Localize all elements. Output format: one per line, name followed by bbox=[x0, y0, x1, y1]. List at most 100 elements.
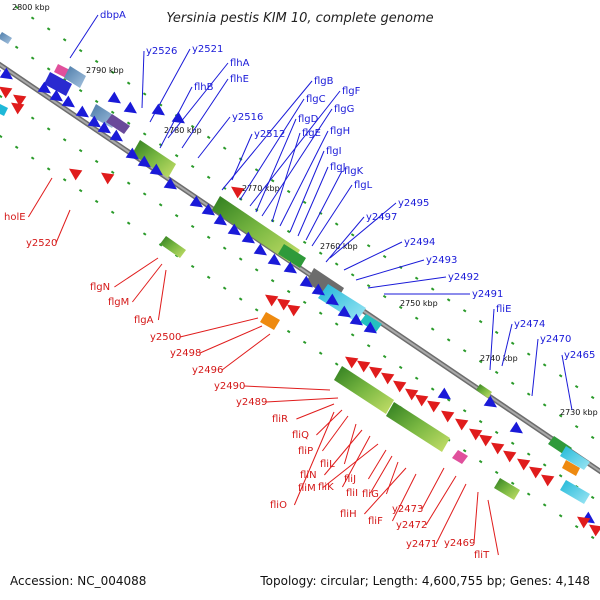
gc-dash bbox=[526, 352, 531, 356]
gc-dash bbox=[254, 168, 259, 172]
gc-dash bbox=[30, 16, 35, 20]
reverse-leader-line bbox=[179, 317, 259, 338]
forward-gene-label: y2465 bbox=[564, 350, 595, 361]
forward-gene-label: y2512 bbox=[254, 129, 285, 140]
gc-dash bbox=[590, 395, 595, 400]
gc-dash bbox=[414, 376, 419, 380]
reverse-gene-label: flgA bbox=[134, 315, 154, 326]
forward-gene-label: y2474 bbox=[514, 319, 545, 330]
reverse-leader-line bbox=[364, 467, 407, 515]
gc-dash bbox=[110, 170, 115, 174]
gc-dash bbox=[462, 349, 467, 353]
reverse-gene-arrow bbox=[427, 400, 441, 413]
reverse-gene-arrow bbox=[529, 466, 543, 479]
reverse-gene-arrow bbox=[277, 298, 291, 311]
forward-leader-line bbox=[221, 80, 313, 191]
forward-gene-label: y2470 bbox=[540, 334, 571, 345]
gc-dash bbox=[206, 135, 211, 140]
reverse-gene-arrow bbox=[577, 516, 591, 529]
reverse-leader-line bbox=[321, 415, 349, 452]
forward-leader-line bbox=[255, 118, 297, 213]
gc-dash bbox=[366, 244, 371, 248]
gc-dash bbox=[510, 441, 515, 445]
forward-gene-arrow bbox=[61, 95, 75, 108]
reverse-gene-label: fliL bbox=[320, 459, 335, 470]
reverse-leader-line bbox=[369, 455, 393, 494]
forward-leader-line bbox=[159, 86, 193, 149]
reverse-gene-label: y2471 bbox=[406, 539, 437, 550]
forward-gene-arrow bbox=[227, 223, 241, 236]
gc-dash bbox=[510, 481, 515, 485]
forward-leader-line bbox=[289, 150, 325, 233]
gc-dash bbox=[94, 199, 99, 204]
gc-dash bbox=[414, 316, 419, 320]
reverse-gene-label: fliQ bbox=[292, 430, 309, 441]
forward-gene-arrow bbox=[509, 421, 523, 434]
tick-label: 2770 kbp bbox=[242, 184, 280, 193]
forward-leader-line bbox=[325, 216, 365, 263]
reverse-gene-labels: holEy2520flgNflgMflgAy2500y2498y2496y249… bbox=[4, 177, 499, 561]
forward-gene-label: y2497 bbox=[366, 212, 397, 223]
reverse-gene-label: fliR bbox=[272, 414, 288, 425]
forward-gene-arrow bbox=[189, 195, 203, 208]
reverse-gene-arrow bbox=[357, 360, 371, 373]
gc-dash bbox=[190, 124, 195, 129]
gc-dash bbox=[382, 254, 387, 259]
forward-gene-arrow bbox=[283, 261, 297, 274]
forward-gene-arrow bbox=[267, 253, 281, 266]
forward-leader-line bbox=[501, 323, 513, 367]
gc-dash bbox=[174, 214, 179, 218]
forward-gene-arrow bbox=[123, 101, 137, 114]
forward-gene-label: dbpA bbox=[100, 10, 126, 21]
reverse-gene-label: fliH bbox=[340, 509, 357, 520]
gc-dash bbox=[206, 235, 211, 240]
reverse-leader-line bbox=[322, 443, 379, 489]
gc-dash bbox=[158, 243, 163, 247]
gc-dash bbox=[286, 189, 291, 194]
reverse-gene-arrow bbox=[491, 442, 505, 455]
reverse-gene-label: flgN bbox=[90, 282, 110, 293]
gc-dash bbox=[254, 268, 259, 272]
reverse-gene-arrow bbox=[381, 372, 395, 385]
tick-label: 2740 kbp bbox=[480, 354, 518, 363]
gc-dash bbox=[286, 229, 291, 234]
gc-dash bbox=[286, 289, 291, 294]
gc-dash bbox=[430, 327, 435, 331]
gc-dash bbox=[366, 344, 371, 348]
gc-dash bbox=[542, 403, 547, 407]
map-title: Yersinia pestis KIM 10, complete genome bbox=[166, 11, 433, 26]
gc-dash bbox=[286, 329, 291, 334]
forward-leader-line bbox=[197, 116, 231, 159]
gc-dash bbox=[590, 495, 595, 500]
forward-leader-line bbox=[489, 308, 495, 371]
reverse-gene-label: fliK bbox=[318, 482, 334, 493]
gc-dash bbox=[334, 322, 339, 326]
gc-dash bbox=[126, 221, 131, 225]
reverse-leader-line bbox=[367, 449, 387, 480]
gc-dash bbox=[590, 535, 595, 540]
reverse-leader-line bbox=[114, 257, 159, 288]
forward-gene-label: flgJ bbox=[330, 162, 346, 173]
reverse-leader-line bbox=[221, 333, 271, 371]
forward-gene-arrow bbox=[253, 243, 267, 256]
gc-dash bbox=[398, 305, 403, 310]
gc-dash bbox=[78, 148, 83, 153]
gc-dash bbox=[558, 374, 563, 378]
gc-dash bbox=[46, 27, 51, 31]
gc-dash bbox=[142, 232, 147, 236]
reverse-gene-label: fliP bbox=[298, 446, 313, 457]
gc-dash bbox=[350, 333, 355, 337]
forward-gene-label: flgB bbox=[314, 76, 334, 87]
gc-dash bbox=[590, 435, 595, 440]
gc-dash bbox=[78, 88, 83, 93]
gc-dash bbox=[318, 251, 323, 255]
reverse-leader-line bbox=[391, 473, 417, 522]
reverse-gene-arrow bbox=[441, 410, 455, 423]
gc-dash bbox=[126, 81, 131, 85]
gc-dash bbox=[14, 145, 19, 149]
forward-leader-line bbox=[329, 202, 397, 259]
forward-leader-line bbox=[355, 259, 425, 281]
forward-leader-line bbox=[149, 48, 191, 123]
reverse-gene-label: y2473 bbox=[392, 504, 423, 515]
